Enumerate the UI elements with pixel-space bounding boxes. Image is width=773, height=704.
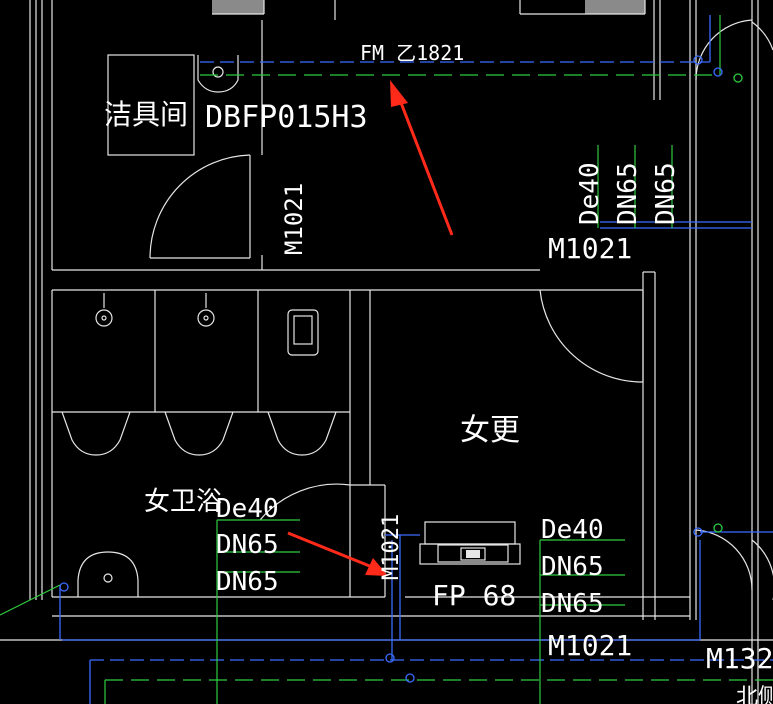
door-far-right-label: M132 bbox=[706, 642, 773, 675]
janitor-room-label: 洁具间 bbox=[104, 98, 188, 131]
pipe-nodes-green bbox=[713, 73, 743, 533]
fan-coil-core bbox=[466, 550, 480, 558]
fire-hydrant-tag: DBFP015H3 bbox=[205, 100, 368, 135]
pipe-stack-right: De40 DN65 DN65 bbox=[575, 162, 681, 225]
grey-column-left bbox=[212, 0, 264, 14]
pipe-stack-left-2: DN65 bbox=[216, 530, 279, 560]
arrow-fm-shaft bbox=[396, 94, 454, 236]
pipes-blue bbox=[59, 15, 773, 704]
pipe-stack-left-3: DN65 bbox=[216, 567, 279, 597]
changing-room-label: 女更 bbox=[460, 413, 520, 448]
arrow-door-head bbox=[365, 558, 388, 576]
door-swings bbox=[61, 19, 773, 600]
fixtures bbox=[77, 54, 521, 597]
annotation-arrows bbox=[287, 80, 454, 576]
pipe-stack-right-1: De40 bbox=[575, 162, 605, 225]
pipe-stack-left: De40 DN65 DN65 bbox=[216, 494, 279, 597]
door-janitor-label: M1021 bbox=[280, 183, 308, 255]
partial-bottom-label: 北侧 bbox=[736, 685, 773, 704]
fm-tag: FM 乙1821 bbox=[360, 41, 464, 65]
door-top-right-label: M1021 bbox=[548, 232, 632, 265]
pipes-green bbox=[0, 15, 773, 704]
arrow-door-shaft bbox=[287, 531, 373, 569]
pipe-stack-right-2: DN65 bbox=[613, 162, 643, 225]
arrow-fm-head bbox=[390, 80, 408, 107]
pipe-stack-right-3: DN65 bbox=[651, 162, 681, 225]
grey-column-right bbox=[585, 0, 645, 14]
washroom-label: 女卫浴 bbox=[144, 487, 222, 517]
pipe-stack-bottom-2: DN65 bbox=[541, 552, 604, 582]
pipe-stack-bottom-3: DN65 bbox=[541, 589, 604, 619]
pipe-stack-bottom-1: De40 bbox=[541, 515, 604, 545]
pipe-nodes bbox=[59, 55, 723, 683]
fan-coil-tag: FP 68 bbox=[432, 579, 516, 612]
pipe-stack-bottom: De40 DN65 DN65 bbox=[541, 515, 604, 619]
pipe-stack-left-1: De40 bbox=[216, 494, 279, 524]
door-bottom-label: M1021 bbox=[548, 629, 632, 662]
door-changing-label: M1021 bbox=[379, 514, 404, 580]
